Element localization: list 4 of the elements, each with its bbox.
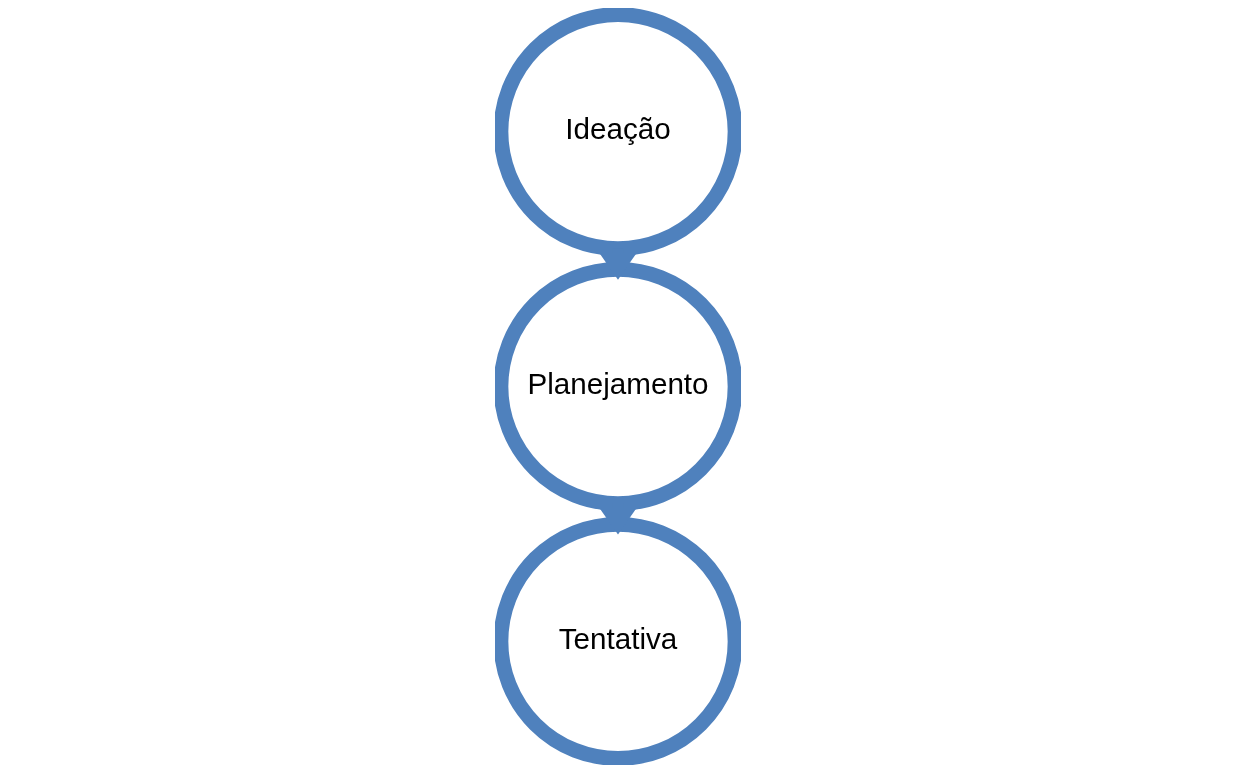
node-circle: Planejamento	[494, 262, 741, 511]
node-circle: Tentativa	[494, 516, 741, 765]
arrow	[598, 253, 637, 280]
arrow	[598, 507, 637, 535]
